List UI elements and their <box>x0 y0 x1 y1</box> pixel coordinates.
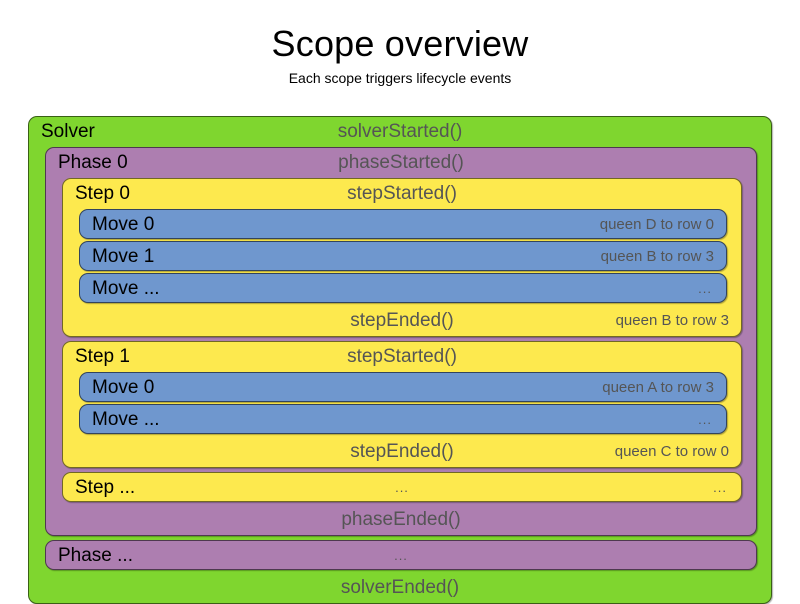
move-0-0-detail: queen D to row 0 <box>599 216 714 233</box>
move-1-ellipsis-label: Move ... <box>92 409 160 430</box>
step-1-ended-event: stepEnded() <box>350 441 454 462</box>
scope-overview-diagram: Solver solverStarted() Phase 0 phaseStar… <box>28 116 772 604</box>
move-scope-0-ellipsis[interactable]: Move ... ... <box>79 273 727 303</box>
page-title: Scope overview <box>271 23 529 64</box>
step-0-footer-row: stepEnded() queen B to row 3 <box>63 306 741 336</box>
phase-0-label: Phase 0 <box>58 152 128 173</box>
step-1-label: Step 1 <box>75 346 130 367</box>
phase-0-footer-row: phaseEnded() <box>46 505 756 535</box>
step-0-started-event: stepStarted() <box>347 183 457 204</box>
move-1-0-detail: queen A to row 3 <box>602 379 714 396</box>
move-0-1-label: Move 1 <box>92 246 155 267</box>
phase-ellipsis-center: ... <box>394 548 408 563</box>
move-1-ellipsis-detail: ... <box>698 412 712 427</box>
phase-0-started-event: phaseStarted() <box>338 152 464 173</box>
move-scope-1-ellipsis[interactable]: Move ... ... <box>79 404 727 434</box>
phase-0-ended-event: phaseEnded() <box>341 509 461 530</box>
step-ellipsis-center: ... <box>395 480 409 495</box>
step-1-ended-detail: queen C to row 0 <box>614 443 729 460</box>
step-scope-0[interactable]: Step 0 stepStarted() Move 0 queen D to r… <box>62 178 742 337</box>
solver-label: Solver <box>41 121 95 142</box>
solver-header-row: Solver solverStarted() <box>29 117 771 147</box>
move-0-ellipsis-detail: ... <box>698 281 712 296</box>
solver-ended-event: solverEnded() <box>340 577 460 598</box>
solver-footer-row: solverEnded() <box>29 573 771 603</box>
phase-scope-0[interactable]: Phase 0 phaseStarted() Step 0 stepStarte… <box>45 147 757 536</box>
step-0-ended-detail: queen B to row 3 <box>615 312 729 329</box>
move-0-ellipsis-label: Move ... <box>92 278 160 299</box>
step-1-header-row: Step 1 stepStarted() <box>63 342 741 372</box>
step-0-header-row: Step 0 stepStarted() <box>63 179 741 209</box>
solver-started-event: solverStarted() <box>337 121 463 142</box>
step-0-label: Step 0 <box>75 183 130 204</box>
move-1-0-label: Move 0 <box>92 377 155 398</box>
move-scope-1-0[interactable]: Move 0 queen A to row 3 <box>79 372 727 402</box>
step-1-footer-row: stepEnded() queen C to row 0 <box>63 437 741 467</box>
phase-ellipsis-label: Phase ... <box>58 545 133 566</box>
step-ellipsis-label: Step ... <box>75 477 136 498</box>
step-ellipsis-right: ... <box>713 480 727 495</box>
phase-0-header-row: Phase 0 phaseStarted() <box>46 148 756 178</box>
move-0-1-detail: queen B to row 3 <box>600 248 714 265</box>
step-0-ended-event: stepEnded() <box>350 310 454 331</box>
page-heading: Scope overview Each scope triggers lifec… <box>0 0 800 88</box>
page-subtitle: Each scope triggers lifecycle events <box>288 70 512 86</box>
solver-scope[interactable]: Solver solverStarted() Phase 0 phaseStar… <box>28 116 772 604</box>
move-0-0-label: Move 0 <box>92 214 155 235</box>
step-1-started-event: stepStarted() <box>347 346 457 367</box>
move-scope-0-0[interactable]: Move 0 queen D to row 0 <box>79 209 727 239</box>
step-scope-ellipsis[interactable]: Step ... ... ... <box>62 472 742 502</box>
step-scope-1[interactable]: Step 1 stepStarted() Move 0 queen A to r… <box>62 341 742 468</box>
move-scope-0-1[interactable]: Move 1 queen B to row 3 <box>79 241 727 271</box>
phase-scope-ellipsis[interactable]: Phase ... ... <box>45 540 757 570</box>
